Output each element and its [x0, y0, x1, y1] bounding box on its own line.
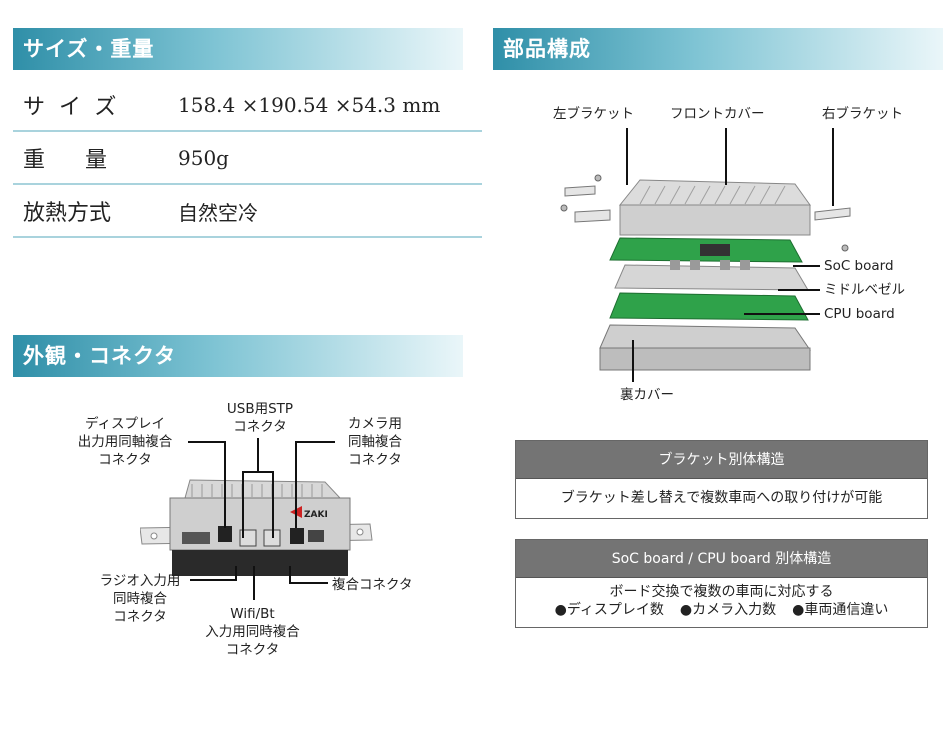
soc-chip	[700, 244, 730, 256]
leader-composite	[289, 566, 328, 584]
label-soc-board: SoC board	[824, 258, 894, 274]
back-cover-body	[599, 347, 811, 371]
spec-value: 950g	[178, 146, 229, 170]
spec-value: 自然空冷	[178, 200, 258, 225]
right-bracket	[814, 207, 851, 221]
box-body: ブラケット差し替えで複数車両への取り付けが可能	[516, 479, 927, 518]
label-line: コネクタ	[113, 609, 167, 625]
spec-row-weight: 重量 950g	[13, 133, 482, 185]
device-logo: ZAKI	[304, 510, 328, 520]
spec-row-size: サイズ 158.4 ×190.54 ×54.3 mm	[13, 80, 482, 132]
label-radio-connector: ラジオ入力用 同時複合 コネクタ	[80, 572, 200, 626]
section-header-size-weight: サイズ・重量	[13, 28, 463, 70]
label-display-connector: ディスプレイ 出力用同軸複合 コネクタ	[60, 415, 190, 469]
connector-port	[182, 532, 210, 544]
spec-value: 158.4 ×190.54 ×54.3 mm	[178, 93, 441, 117]
section-header-components: 部品構成	[493, 28, 943, 70]
screw-icon	[560, 204, 568, 212]
label-front-cover: フロントカバー	[670, 106, 765, 122]
screw-icon	[594, 174, 602, 182]
label-middle-bezel: ミドルベゼル	[824, 282, 905, 298]
label-camera-connector: カメラ用 同軸複合 コネクタ	[330, 415, 420, 469]
mounting-hole	[356, 528, 364, 536]
bezel-parts	[670, 260, 750, 270]
front-cover-body	[619, 204, 811, 236]
label-right-bracket: 右ブラケット	[822, 106, 903, 122]
box-title: SoC board / CPU board 別体構造	[516, 540, 927, 578]
box-body: ボード交換で複数の車両に対応する ●ディスプレイ数 ●カメラ入力数 ●車両通信違…	[516, 578, 927, 627]
label-back-cover: 裏カバー	[620, 387, 674, 403]
bullet-item: ●ディスプレイ数	[554, 602, 664, 618]
left-bracket-2	[574, 209, 611, 223]
bullet-item: ●車両通信違い	[792, 602, 889, 618]
connector-port	[308, 530, 324, 542]
box-body-line: ボード交換で複数の車両に対応する	[609, 584, 834, 600]
left-bracket-1	[564, 185, 596, 197]
box-bullets: ●ディスプレイ数 ●カメラ入力数 ●車両通信違い	[516, 601, 927, 619]
label-line: カメラ用	[348, 416, 402, 432]
screw-icon	[841, 244, 849, 252]
label-left-bracket: 左ブラケット	[553, 106, 634, 122]
label-line: ディスプレイ	[84, 416, 166, 432]
connector-port	[218, 526, 232, 542]
label-line: コネクタ	[225, 642, 280, 658]
label-line: USB用STP	[226, 401, 294, 417]
board-structure-box: SoC board / CPU board 別体構造 ボード交換で複数の車両に対…	[515, 539, 928, 628]
spec-label: 重量	[23, 148, 148, 173]
label-wifi-connector: Wifi/Bt 入力用同時複合 コネクタ	[190, 605, 315, 659]
label-line: 入力用同時複合	[205, 624, 300, 640]
label-line: 同時複合	[113, 591, 167, 607]
leader-usb-branch	[242, 471, 274, 538]
label-cpu-board: CPU board	[824, 306, 895, 322]
front-cover-fins	[639, 185, 786, 205]
bracket-structure-box: ブラケット別体構造 ブラケット差し替えで複数車両への取り付けが可能	[515, 440, 928, 519]
spec-label: 放熱方式	[23, 201, 112, 226]
connector-port	[290, 528, 304, 544]
label-line: ラジオ入力用	[99, 573, 181, 589]
spec-label: サイズ	[23, 95, 131, 120]
box-title: ブラケット別体構造	[516, 441, 927, 479]
mounting-hole	[150, 532, 158, 540]
label-usb-connector: USB用STP コネクタ	[205, 400, 315, 436]
leader-display	[188, 441, 226, 528]
label-line: コネクタ	[348, 452, 402, 468]
device-illustration: ZAKI	[140, 479, 373, 576]
exploded-view-illustration	[560, 174, 851, 371]
bullet-item: ●カメラ入力数	[679, 602, 777, 618]
label-line: 出力用同軸複合	[77, 434, 173, 450]
label-composite-connector: 複合コネクタ	[332, 577, 413, 593]
label-line: Wifi/Bt	[230, 606, 275, 622]
label-line: コネクタ	[233, 419, 287, 435]
leader-radio	[190, 566, 237, 581]
spec-row-cooling: 放熱方式 自然空冷	[13, 186, 482, 238]
leader-camera	[295, 441, 335, 528]
section-header-appearance: 外観・コネクタ	[13, 335, 463, 377]
label-line: コネクタ	[98, 452, 152, 468]
label-line: 同軸複合	[348, 434, 402, 450]
device-bottom	[172, 550, 348, 576]
